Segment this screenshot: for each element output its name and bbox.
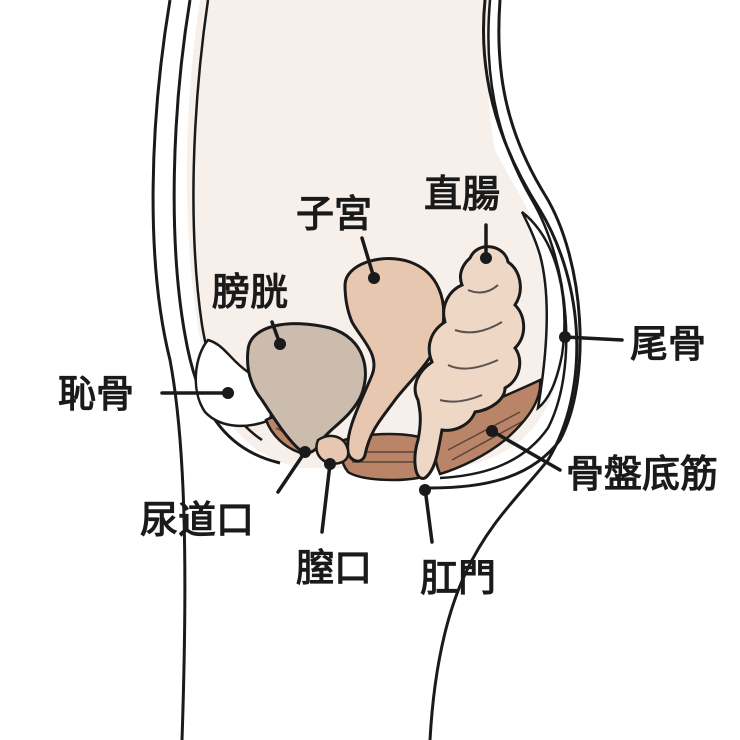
rectum-folds bbox=[439, 284, 503, 403]
leader-pelvic-floor bbox=[490, 429, 562, 472]
label-rectum: 直腸 bbox=[424, 172, 501, 216]
dot-rectum bbox=[480, 252, 492, 264]
bladder-shape bbox=[246, 322, 367, 455]
label-anus: 肛門 bbox=[420, 556, 497, 600]
leader-coccyx bbox=[563, 335, 624, 342]
leader-urethral-opening bbox=[276, 450, 307, 494]
dot-vaginal-opening bbox=[324, 458, 336, 470]
outer-skin-contour bbox=[151, 0, 187, 740]
rectum-shape bbox=[413, 245, 526, 480]
dot-uterus bbox=[368, 272, 380, 284]
dot-pelvic-floor bbox=[486, 425, 498, 437]
dot-coccyx bbox=[559, 331, 571, 343]
leader-vaginal-opening bbox=[320, 462, 332, 534]
label-coccyx: 尾骨 bbox=[630, 322, 707, 366]
outer-skin-contour-right bbox=[428, 0, 579, 740]
label-pubic-bone: 恥骨 bbox=[58, 372, 135, 416]
leader-lines bbox=[160, 223, 624, 544]
uterus-shape bbox=[343, 257, 446, 463]
vagina-shape bbox=[315, 434, 350, 465]
dot-bladder bbox=[274, 338, 286, 350]
front-wall-line bbox=[172, 0, 281, 465]
label-bladder: 膀胱 bbox=[212, 270, 289, 314]
muscle-fibers bbox=[275, 411, 526, 463]
leader-anus bbox=[423, 486, 434, 544]
coccyx-shape bbox=[520, 211, 566, 412]
dot-urethral-opening bbox=[299, 446, 311, 458]
label-urethral-opening: 尿道口 bbox=[140, 498, 255, 542]
pelvic-floor-muscle-back bbox=[433, 378, 542, 476]
dot-anus bbox=[419, 484, 431, 496]
label-pelvic-floor: 骨盤底筋 bbox=[566, 452, 719, 496]
label-uterus: 子宮 bbox=[296, 192, 373, 236]
label-vaginal-opening: 膣口 bbox=[296, 546, 373, 590]
dot-pubic-bone bbox=[222, 387, 234, 399]
leader-dots bbox=[222, 252, 571, 496]
leader-uterus bbox=[360, 236, 376, 280]
back-wall-line bbox=[429, 0, 582, 490]
